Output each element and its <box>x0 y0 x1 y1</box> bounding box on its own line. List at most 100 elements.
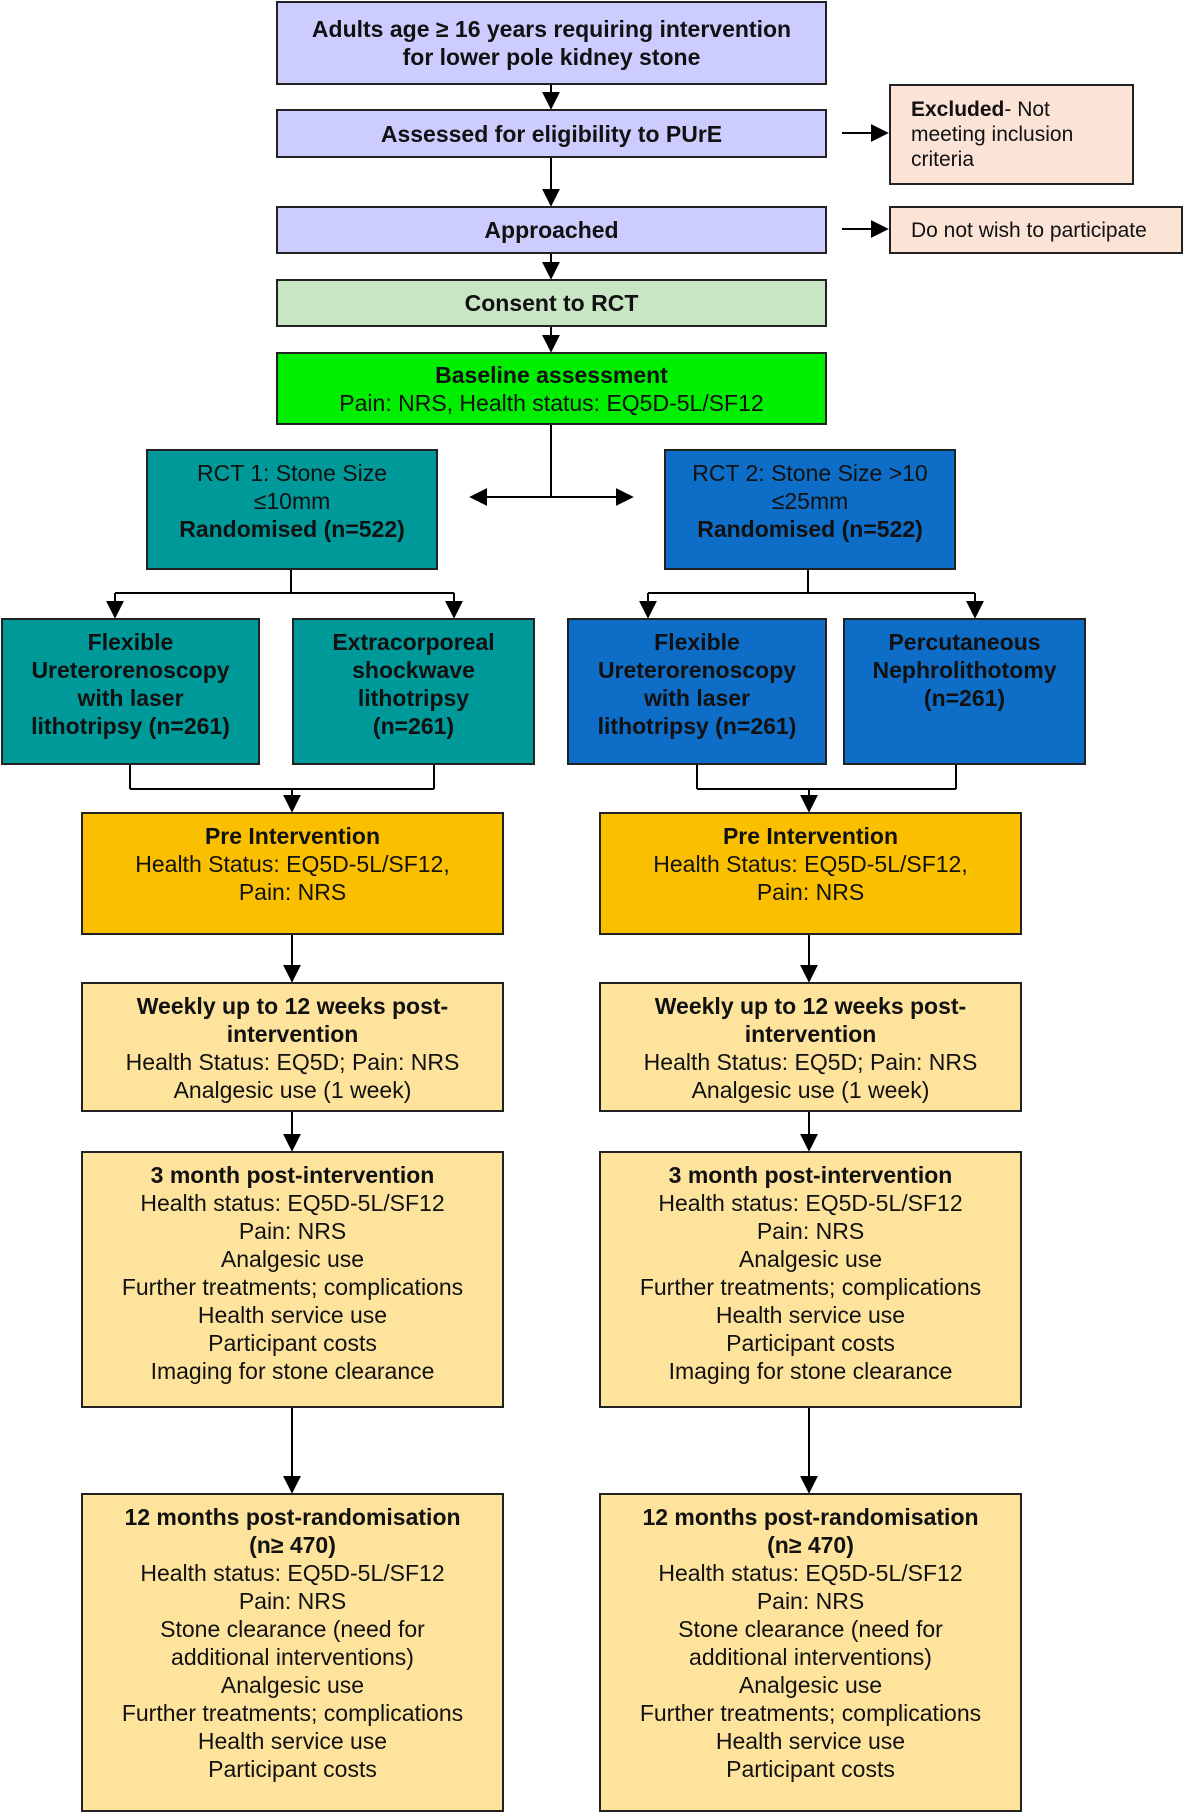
arm-line: Extracorporeal <box>332 629 495 655</box>
month12-title: 12 months post-randomisation <box>124 1504 461 1530</box>
weekly-line: Health Status: EQ5D; Pain: NRS <box>125 1049 460 1075</box>
excluded-line-2: meeting inclusion <box>911 123 1074 146</box>
pre-line: Pain: NRS <box>238 879 347 905</box>
month12-line: Health service use <box>197 1728 388 1754</box>
rct2-randomised: Randomised (n=522) <box>697 516 923 542</box>
rct2-line-1: RCT 2: Stone Size >10 <box>692 460 928 486</box>
month12-line: additional interventions) <box>171 1644 414 1670</box>
weekly-title: intervention <box>226 1021 359 1047</box>
month3-line: Pain: NRS <box>238 1218 347 1244</box>
month12-title: (n≥ 470) <box>249 1532 336 1558</box>
arm-line: lithotripsy (n=261) <box>597 713 797 739</box>
month3-line: Health status: EQ5D-5L/SF12 <box>658 1190 963 1216</box>
excluded-line-3: criteria <box>911 148 975 171</box>
weekly-followup-box-right: Weekly up to 12 weeks post- intervention… <box>599 982 1022 1112</box>
baseline-box: Baseline assessment Pain: NRS, Health st… <box>276 352 827 425</box>
arm-line: shockwave <box>352 657 475 683</box>
weekly-title: Weekly up to 12 weeks post- <box>654 993 967 1019</box>
month12-line: Health status: EQ5D-5L/SF12 <box>140 1560 445 1586</box>
weekly-line: Analgesic use (1 week) <box>691 1077 930 1103</box>
arm-line: lithotripsy (n=261) <box>31 713 230 739</box>
month3-title: 3 month post-intervention <box>150 1162 435 1188</box>
month12-line: Stone clearance (need for <box>678 1616 943 1642</box>
month12-line: additional interventions) <box>689 1644 932 1670</box>
arm-line: lithotripsy <box>357 685 470 711</box>
month12-line: Further treatments; complications <box>121 1700 464 1726</box>
declined-box: Do not wish to participate <box>889 206 1183 254</box>
arm-line: Percutaneous <box>888 629 1041 655</box>
month3-line: Analgesic use <box>738 1246 883 1272</box>
month12-line: Participant costs <box>726 1756 895 1782</box>
rct2-box: RCT 2: Stone Size >10 ≤25mm Randomised (… <box>664 449 956 570</box>
month12-line: Analgesic use <box>738 1672 883 1698</box>
assessed-box: Assessed for eligibility to PUrE <box>276 109 827 158</box>
weekly-title: intervention <box>744 1021 877 1047</box>
weekly-title: Weekly up to 12 weeks post- <box>136 993 449 1019</box>
weekly-line: Health Status: EQ5D; Pain: NRS <box>643 1049 978 1075</box>
pre-intervention-box-left: Pre Intervention Health Status: EQ5D-5L/… <box>81 812 504 935</box>
month12-title: 12 months post-randomisation <box>642 1504 979 1530</box>
consent-box: Consent to RCT <box>276 279 827 327</box>
declined-label: Do not wish to participate <box>911 218 1147 242</box>
rct1-arm-shockwave-lithotripsy: Extracorporeal shockwave lithotripsy (n=… <box>292 618 535 765</box>
assessed-label: Assessed for eligibility to PUrE <box>380 120 723 147</box>
arm-line: Ureterorenoscopy <box>597 657 797 683</box>
pre-line: Health Status: EQ5D-5L/SF12, <box>653 851 968 877</box>
arm-line: with laser <box>77 685 184 711</box>
excluded-rest-label: - Not <box>1004 98 1050 121</box>
month12-line: Health status: EQ5D-5L/SF12 <box>658 1560 963 1586</box>
month12-followup-box-left: 12 months post-randomisation (n≥ 470) He… <box>81 1493 504 1812</box>
month3-line: Pain: NRS <box>756 1218 865 1244</box>
weekly-followup-box-left: Weekly up to 12 weeks post- intervention… <box>81 982 504 1112</box>
rct2-arm-flexible-ureterorenoscopy: Flexible Ureterorenoscopy with laser lit… <box>567 618 827 765</box>
month3-line: Health service use <box>197 1302 388 1328</box>
month3-followup-box-left: 3 month post-intervention Health status:… <box>81 1151 504 1408</box>
rct1-arm-flexible-ureterorenoscopy: Flexible Ureterorenoscopy with laser lit… <box>1 618 260 765</box>
month3-line: Participant costs <box>726 1330 895 1356</box>
month12-title: (n≥ 470) <box>767 1532 854 1558</box>
pre-title: Pre Intervention <box>722 823 899 849</box>
month3-line: Health status: EQ5D-5L/SF12 <box>140 1190 445 1216</box>
month3-line: Imaging for stone clearance <box>150 1358 435 1384</box>
pre-title: Pre Intervention <box>204 823 381 849</box>
arm-line: (n=261) <box>372 713 455 739</box>
start-line-1: Adults age ≥ 16 years requiring interven… <box>311 16 792 42</box>
arm-line: Flexible <box>87 629 174 655</box>
start-line-2: for lower pole kidney stone <box>402 44 701 70</box>
month3-followup-box-right: 3 month post-intervention Health status:… <box>599 1151 1022 1408</box>
eligible-population-box: Adults age ≥ 16 years requiring interven… <box>276 1 827 85</box>
arm-line: (n=261) <box>923 685 1006 711</box>
rct2-arm-percutaneous-nephrolithotomy: Percutaneous Nephrolithotomy (n=261) <box>843 618 1086 765</box>
month12-followup-box-right: 12 months post-randomisation (n≥ 470) He… <box>599 1493 1022 1812</box>
excluded-bold-label: Excluded <box>911 98 1005 121</box>
month3-line: Participant costs <box>208 1330 377 1356</box>
month3-line: Further treatments; complications <box>639 1274 982 1300</box>
arm-line: Ureterorenoscopy <box>31 657 230 683</box>
consent-label: Consent to RCT <box>464 290 639 316</box>
rct1-box: RCT 1: Stone Size ≤10mm Randomised (n=52… <box>146 449 438 570</box>
month3-line: Analgesic use <box>220 1246 365 1272</box>
month3-line: Further treatments; complications <box>121 1274 464 1300</box>
month12-line: Stone clearance (need for <box>160 1616 425 1642</box>
arm-line: Flexible <box>654 629 740 655</box>
pre-line: Health Status: EQ5D-5L/SF12, <box>135 851 450 877</box>
month12-line: Participant costs <box>208 1756 377 1782</box>
rct1-line-2: ≤10mm <box>253 488 331 514</box>
month12-line: Further treatments; complications <box>639 1700 982 1726</box>
month12-line: Pain: NRS <box>238 1588 347 1614</box>
rct1-randomised: Randomised (n=522) <box>179 516 405 542</box>
baseline-title: Baseline assessment <box>435 361 668 388</box>
rct2-line-2: ≤25mm <box>771 488 849 514</box>
month12-line: Health service use <box>715 1728 906 1754</box>
approached-box: Approached <box>276 206 827 254</box>
baseline-detail: Pain: NRS, Health status: EQ5D-5L/SF12 <box>339 389 764 416</box>
arm-line: Nephrolithotomy <box>872 657 1057 683</box>
month3-line: Imaging for stone clearance <box>668 1358 953 1384</box>
month3-title: 3 month post-intervention <box>668 1162 953 1188</box>
excluded-box: Excluded- Not meeting inclusion criteria <box>889 84 1134 185</box>
excluded-line-1: Excluded- Not <box>911 97 1050 122</box>
month3-line: Health service use <box>715 1302 906 1328</box>
month12-line: Analgesic use <box>220 1672 365 1698</box>
